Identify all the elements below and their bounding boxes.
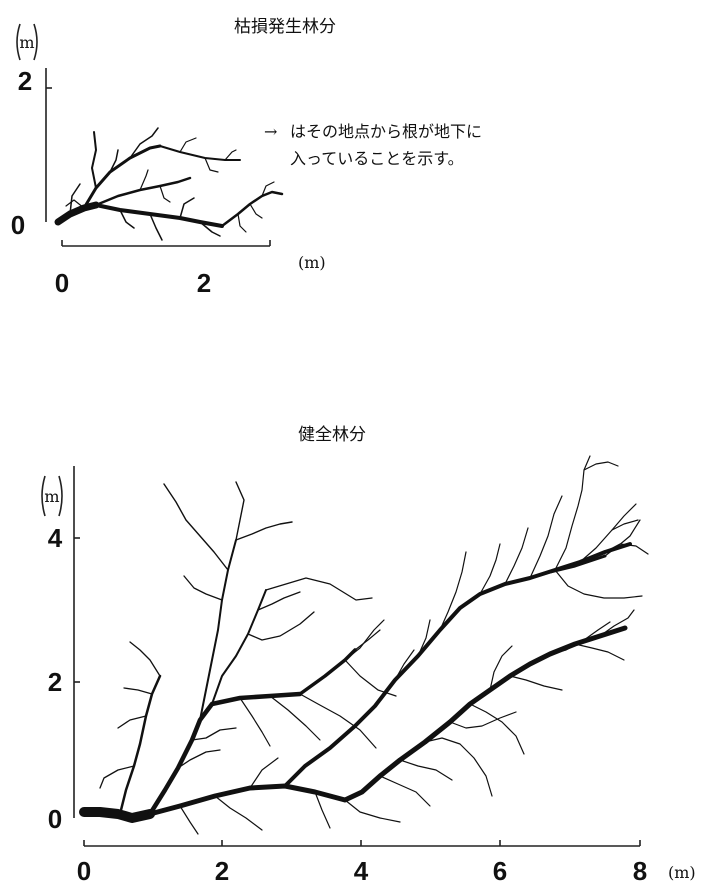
top-root-system: [58, 128, 282, 240]
bottom-y-tick-label-2: 2: [48, 667, 62, 697]
top-panel: 枯損発生林分 m 2 0 0 2 (m): [11, 17, 482, 298]
bottom-x-tick-label-6: 6: [493, 856, 507, 886]
top-note-arrow: →: [264, 122, 277, 141]
top-x-tick-label-0: 0: [55, 268, 69, 298]
top-y-tick-label-0: 0: [11, 210, 25, 240]
top-x-tick-label-2: 2: [197, 268, 211, 298]
top-y-tick-label-2: 2: [18, 66, 32, 96]
bottom-panel-title: 健全林分: [298, 425, 366, 445]
bottom-y-tick-label-4: 4: [48, 523, 63, 553]
bottom-x-tick-label-8: 8: [633, 856, 647, 886]
bottom-y-unit: m: [42, 476, 62, 516]
bottom-y-tick-label-0: 0: [48, 804, 62, 834]
top-note-line2: 入っていることを示す。: [290, 149, 464, 168]
bottom-x-unit-label: (m): [668, 863, 696, 882]
bottom-x-tick-label-2: 2: [215, 856, 229, 886]
top-x-unit-label: (m): [298, 253, 326, 272]
bottom-root-system: [84, 456, 648, 834]
bottom-y-unit-label: m: [44, 487, 59, 506]
top-y-unit: m: [17, 24, 37, 60]
bottom-x-tick-label-0: 0: [77, 856, 91, 886]
top-note-line1: はその地点から根が地下に: [290, 122, 482, 141]
top-panel-title: 枯損発生林分: [234, 17, 336, 37]
bottom-panel: 健全林分 m 4 2 0 0 2 4 6 8 (m): [42, 425, 696, 886]
bottom-x-tick-label-4: 4: [354, 856, 369, 886]
top-y-unit-label: m: [19, 33, 34, 52]
